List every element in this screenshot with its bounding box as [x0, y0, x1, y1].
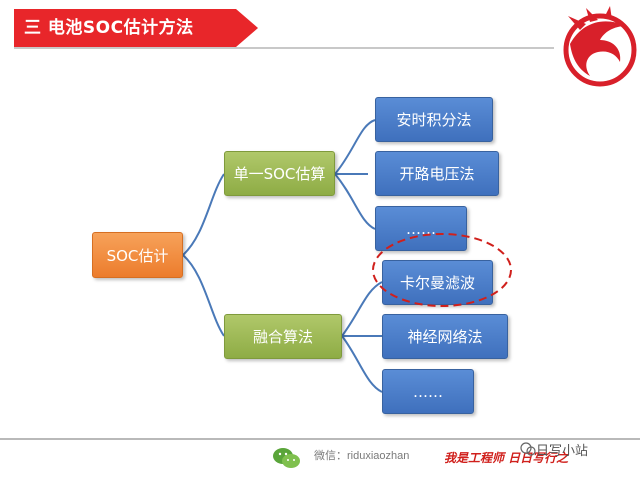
- connector-branch2-to-leaf1: [341, 281, 383, 337]
- branch-node-label: 单一SOC估算: [233, 165, 326, 183]
- wechat-id: 微信：riduxiaozhan: [314, 450, 410, 462]
- root-node-label: SOC估计: [106, 246, 169, 265]
- title-banner: 三 电池SOC估计方法: [14, 9, 258, 47]
- branch-node-label: 融合算法: [252, 328, 313, 346]
- connector-root-to-branch2: [182, 254, 225, 337]
- footer-divider: [0, 438, 640, 440]
- connector-branch1-to-leaf3: [334, 173, 376, 230]
- branch-node-fusion: 融合算法: [224, 314, 342, 359]
- connector-branch1-to-leaf1: [334, 119, 376, 175]
- leaf-node-label: ……: [413, 382, 443, 401]
- wechat-icon: [273, 448, 300, 468]
- chat-bubble-icon: [520, 442, 536, 456]
- branch-node-single-soc: 单一SOC估算: [224, 151, 335, 196]
- leaf-node-label: 神经网络法: [407, 328, 483, 346]
- leaf-node-ampere-hour: 安时积分法: [375, 97, 493, 142]
- root-node: SOC估计: [92, 232, 183, 278]
- leaf-node-label: 开路电压法: [399, 165, 475, 183]
- connector-root-to-branch1: [182, 173, 225, 256]
- leaf-node-more-2: ……: [382, 369, 474, 414]
- leaf-node-more-1: ……: [375, 206, 467, 251]
- title-divider: [14, 47, 554, 49]
- leaf-node-open-circuit-voltage: 开路电压法: [375, 151, 499, 196]
- slogan: 我是工程师 日日写行之: [444, 451, 569, 465]
- leaf-node-label: 卡尔曼滤波: [399, 274, 475, 292]
- leaf-node-label: ……: [406, 219, 436, 238]
- banner-shape: [14, 9, 258, 47]
- connector-branch2-to-leaf3: [341, 335, 383, 393]
- page-title: 三 电池SOC估计方法: [24, 18, 194, 38]
- leaf-node-kalman-filter: 卡尔曼滤波: [382, 260, 493, 305]
- leaf-node-neural-network: 神经网络法: [382, 314, 508, 359]
- red-eagle-logo-icon: [563, 6, 637, 87]
- account-name: 日写小站: [536, 444, 589, 459]
- leaf-node-label: 安时积分法: [396, 111, 472, 129]
